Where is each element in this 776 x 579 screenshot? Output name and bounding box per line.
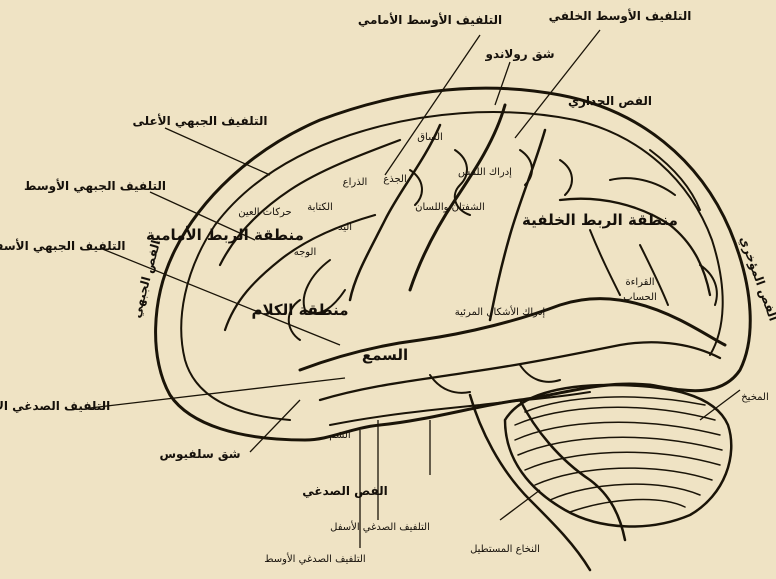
label-posterior-central-gyrus: التلفيف الأوسط الخلفي bbox=[549, 8, 692, 24]
label-reading: القراءة bbox=[625, 277, 654, 288]
cerebellum-folia bbox=[515, 397, 722, 512]
label-middle-frontal-gyrus: التلفيف الجبهي الأوسط bbox=[24, 178, 166, 194]
label-sylvian-fissure: شق سلفيوس bbox=[159, 447, 240, 462]
label-parietal-lobe: الفص الجداري bbox=[568, 94, 652, 108]
label-writing: الكتابة bbox=[307, 202, 333, 213]
label-occipital-lobe: الفص المؤخري bbox=[736, 234, 776, 323]
label-lips-tongue: الشفتان واللسان bbox=[415, 202, 485, 213]
label-cerebellum: المخيخ bbox=[741, 392, 769, 403]
label-posterior-area: منطقة الربط الخلفية bbox=[522, 211, 678, 229]
label-inferior-temporal-gyrus: التلفيف الصدغي الأسفل bbox=[330, 520, 430, 533]
label-touch: إدراك اللمس bbox=[458, 167, 512, 178]
label-face: الوجه bbox=[294, 247, 317, 258]
label-eye-movements: حركات العين bbox=[238, 207, 291, 218]
label-hearing-area: السمع bbox=[362, 346, 408, 364]
label-smell: الشم bbox=[329, 430, 350, 441]
inferior-temporal-sulcus bbox=[330, 392, 590, 425]
label-frontal-area: منطقة الربط الأمامية bbox=[146, 226, 304, 244]
label-calculation: الحساب bbox=[623, 292, 657, 303]
label-fissure-of-rolando: شق رولاندو bbox=[485, 47, 555, 62]
label-superior-temporal-gyrus: التلفيف الصدغي الأعلى bbox=[0, 398, 110, 413]
label-inferior-frontal-gyrus: التلفيف الجبهي الأسفل bbox=[0, 238, 126, 253]
label-visual-perception: إدراك الأشكال المرئية bbox=[455, 305, 546, 318]
label-speech-area: منطقة الكلام bbox=[251, 301, 348, 319]
label-trunk: الجذع bbox=[383, 174, 407, 185]
label-superior-frontal-gyrus: التلفيف الجبهي الأعلى bbox=[132, 113, 267, 128]
label-hand: اليد bbox=[338, 222, 352, 233]
label-arm: الذراع bbox=[343, 177, 368, 188]
label-middle-temporal-gyrus: التلفيف الصدغي الأوسط bbox=[264, 552, 365, 565]
label-brainstem: النخاع المستطيل bbox=[470, 544, 540, 555]
label-anterior-central-gyrus: التلفيف الأوسط الأمامي bbox=[358, 12, 502, 28]
label-leg: الساق bbox=[417, 132, 443, 143]
label-temporal-lobe: الفص الصدغي bbox=[302, 484, 388, 498]
